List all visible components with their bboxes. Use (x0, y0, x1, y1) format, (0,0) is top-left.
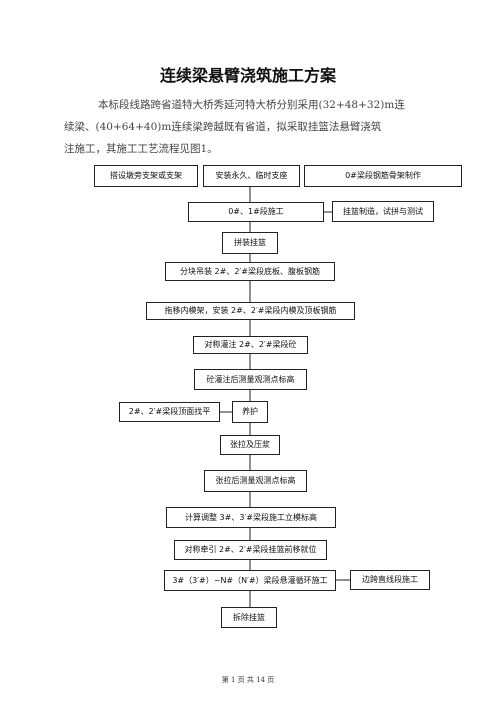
paragraph-line-1: 本标段线路跨省道特大桥秀延河特大桥分别采用(32+48+32)m连 (98, 99, 405, 111)
flow-step-label: 对称牵引 2#、2′#梁段挂篮前移就位 (184, 545, 317, 554)
flow-step-rebar-cage: 0#梁段钢筋骨架制作 (304, 165, 462, 187)
flow-step-install-bearings: 安装永久、临时支座 (203, 165, 300, 187)
flow-step-label: 养护 (242, 407, 258, 416)
paragraph-line-3: 注施工，其施工工艺流程见图1。 (64, 143, 218, 155)
flow-step-label: 拖移内模架，安装 2#、2′#梁段内模及顶板钢筋 (164, 306, 337, 315)
flow-step-erect-pier-bracket: 搭设墩旁支架或支架 (94, 165, 198, 187)
flow-step-label: 砼灌注后测量观测点标高 (206, 374, 295, 384)
flow-step-label: 3#（3′#）~N#（N′#）梁段悬灌循环施工 (172, 575, 328, 585)
flow-step-move-inner-form: 拖移内模架，安装 2#、2′#梁段内模及顶板钢筋 (146, 302, 355, 320)
flow-step-cyclic-casting: 3#（3′#）~N#（N′#）梁段悬灌循环施工 (164, 570, 336, 591)
intro-paragraph: 本标段线路跨省道特大桥秀延河特大桥分别采用(32+48+32)m连 续梁、(40… (64, 94, 430, 160)
flow-step-label: 计算调整 3#、3′#梁段施工立模标高 (185, 512, 317, 522)
flow-step-label: 边跨直线段施工 (362, 575, 418, 584)
flow-step-assemble-traveler: 拼装挂篮 (222, 232, 278, 254)
flow-step-label: 0#、1#段施工 (228, 207, 284, 216)
flow-step-label: 对称灌注 2#、2′#梁段砼 (204, 340, 297, 349)
document-title: 连续梁悬臂浇筑施工方案 (159, 66, 336, 85)
flow-step-advance-traveler: 对称牵引 2#、2′#梁段挂篮前移就位 (174, 540, 327, 560)
flow-step-label: 安装永久、临时支座 (215, 171, 288, 180)
flow-step-adjust-formwork-elevation: 计算调整 3#、3′#梁段施工立模标高 (166, 507, 336, 528)
flow-step-survey-after-tension: 张拉后测量观测点标高 (204, 470, 307, 492)
flow-step-label: 张拉及压浆 (230, 440, 270, 449)
paragraph-line-2: 续梁、(40+64+40)m连续梁跨越既有省道，拟采取挂篮法悬臂浇筑 (64, 121, 382, 133)
flow-step-label: 搭设墩旁支架或支架 (110, 171, 182, 180)
flow-step-segment-0-1: 0#、1#段施工 (188, 202, 324, 222)
flow-step-form-traveler-fabrication: 挂篮制造，试拼与测试 (332, 201, 434, 222)
flow-step-label: 挂篮制造，试拼与测试 (343, 206, 423, 216)
flow-step-pour-concrete: 对称灌注 2#、2′#梁段砼 (193, 336, 308, 354)
flow-step-curing: 养护 (232, 401, 268, 423)
flow-step-label: 张拉后测量观测点标高 (215, 476, 296, 485)
flow-step-level-top-surface: 2#、2′#梁段顶面找平 (119, 402, 220, 422)
flow-step-label: 拼装挂篮 (234, 238, 266, 247)
flow-step-label: 0#梁段钢筋骨架制作 (345, 171, 421, 180)
flow-step-hoist-bottom-rebar: 分块吊装 2#、2′#梁段底板、腹板钢筋 (165, 262, 335, 281)
flow-step-remove-traveler: 拆除挂篮 (221, 607, 277, 628)
flow-step-label: 分块吊装 2#、2′#梁段底板、腹板钢筋 (180, 266, 320, 276)
flow-step-label: 2#、2′#梁段顶面找平 (128, 407, 211, 416)
flow-step-side-span: 边跨直线段施工 (350, 570, 430, 590)
flow-step-label: 拆除挂篮 (233, 612, 265, 622)
flow-step-tension-grout: 张拉及压浆 (220, 435, 280, 455)
page-footer: 第 1 页 共 14 页 (221, 676, 275, 684)
flow-step-survey-after-pour: 砼灌注后测量观测点标高 (194, 369, 307, 390)
